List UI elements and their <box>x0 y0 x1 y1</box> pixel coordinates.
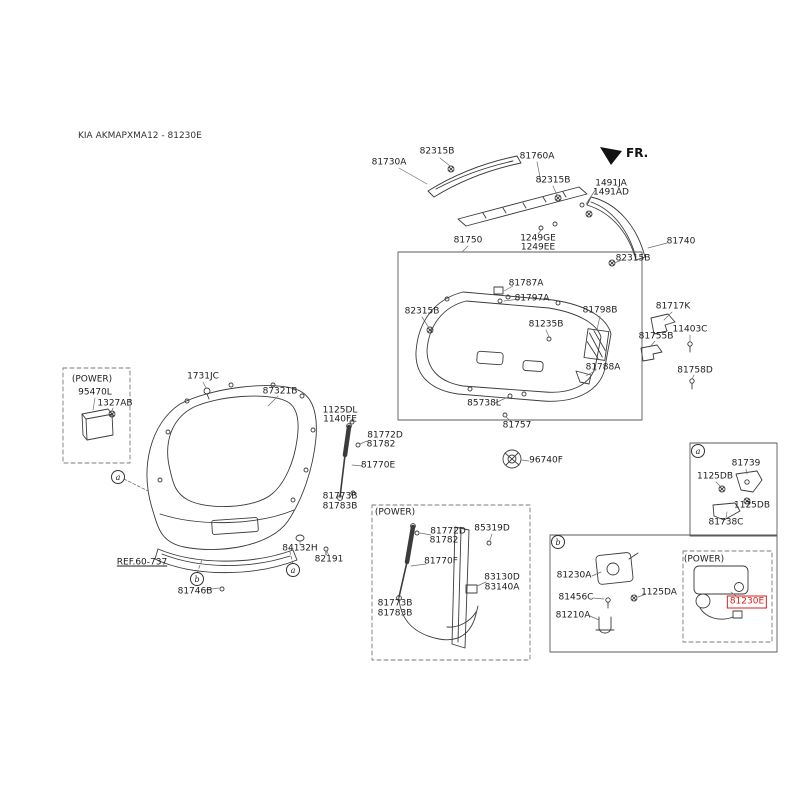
part-label-81456c[interactable]: 81456C <box>558 592 594 603</box>
part-label-83140a[interactable]: 83140A <box>484 582 520 593</box>
part-label-82191[interactable]: 82191 <box>314 554 344 565</box>
part-label-85319d[interactable]: 85319D <box>474 523 510 534</box>
part-label-81770f[interactable]: 81770F <box>424 556 458 567</box>
emblem-drawing <box>502 449 522 469</box>
part-label-81788a[interactable]: 81788A <box>585 362 621 373</box>
part-label-1491ad[interactable]: 1491AD <box>593 187 629 198</box>
part-label-81746b[interactable]: 81746B <box>177 586 213 597</box>
part-label-1125dl[interactable]: 1125DL <box>322 405 358 416</box>
part-label-1491ja[interactable]: 1491JA <box>595 178 627 189</box>
part-label-81738c[interactable]: 81738C <box>708 517 744 528</box>
part-label-81783b[interactable]: 81783B <box>377 608 413 619</box>
part-label-81757[interactable]: 81757 <box>502 420 532 431</box>
detail-box-b-drawing <box>549 534 778 653</box>
part-label-1249ge[interactable]: 1249GE <box>520 233 556 244</box>
part-label-power[interactable]: (POWER) <box>683 554 725 565</box>
power-strut-box-drawing <box>371 504 531 661</box>
part-label-81782[interactable]: 81782 <box>429 535 459 546</box>
part-label-81755b[interactable]: 81755B <box>638 331 674 342</box>
part-label-ref60-737[interactable]: REF.60-737 <box>116 557 168 568</box>
upper-trim-strips-drawing <box>427 155 646 267</box>
part-label-1249ee[interactable]: 1249EE <box>520 242 556 253</box>
part-label-1125db[interactable]: 1125DB <box>733 500 771 511</box>
part-label-81787a[interactable]: 81787A <box>508 278 544 289</box>
part-label-81798b[interactable]: 81798B <box>582 305 618 316</box>
part-label-81772d[interactable]: 81772D <box>367 430 403 441</box>
part-label-1731jc[interactable]: 1731JC <box>187 371 219 382</box>
section-marker-a: a <box>691 444 705 458</box>
part-label-81730a[interactable]: 81730A <box>371 157 407 168</box>
doc-code: KIA AKMAPXMA12 - 81230E <box>78 131 202 141</box>
fr-label: FR. <box>626 146 649 160</box>
fr-direction-arrow-icon <box>600 147 622 165</box>
part-label-11403c[interactable]: 11403C <box>672 324 708 335</box>
part-label-87321b[interactable]: 87321B <box>262 386 298 397</box>
part-label-81230e[interactable]: 81230E <box>726 595 768 609</box>
part-label-81770e[interactable]: 81770E <box>360 460 396 471</box>
part-label-81740[interactable]: 81740 <box>666 236 696 247</box>
section-marker-b: b <box>190 572 204 586</box>
part-label-1327ab[interactable]: 1327AB <box>97 398 133 409</box>
part-label-81782[interactable]: 81782 <box>366 439 396 450</box>
part-label-1140fe[interactable]: 1140FE <box>323 414 357 425</box>
section-marker-b: b <box>551 535 565 549</box>
part-label-81210a[interactable]: 81210A <box>555 610 591 621</box>
detail-box-a-drawing <box>689 442 778 537</box>
part-label-81797a[interactable]: 81797A <box>514 293 550 304</box>
part-label-84132h[interactable]: 84132H <box>282 543 318 554</box>
part-label-81235b[interactable]: 81235B <box>528 319 564 330</box>
part-label-82315b[interactable]: 82315B <box>419 146 455 157</box>
hinge-parts-drawing <box>640 313 695 390</box>
part-label-1125da[interactable]: 1125DA <box>641 587 677 598</box>
part-label-83130d[interactable]: 83130D <box>484 572 520 583</box>
part-label-81750[interactable]: 81750 <box>453 235 483 246</box>
part-label-81739[interactable]: 81739 <box>731 458 761 469</box>
part-label-81758d[interactable]: 81758D <box>677 365 713 376</box>
part-label-81772d[interactable]: 81772D <box>430 526 466 537</box>
part-label-81773b[interactable]: 81773B <box>322 491 358 502</box>
part-label-82315b[interactable]: 82315B <box>535 175 571 186</box>
part-label-power[interactable]: (POWER) <box>374 507 416 518</box>
tailgate-trim-panel-drawing <box>397 251 643 421</box>
part-label-81783b[interactable]: 81783B <box>322 501 358 512</box>
part-label-82315b[interactable]: 82315B <box>615 253 651 264</box>
part-label-81773b[interactable]: 81773B <box>377 598 413 609</box>
part-label-82315b[interactable]: 82315B <box>404 306 440 317</box>
power-module-box-drawing <box>62 367 131 464</box>
tailgate-drawing <box>146 382 329 592</box>
part-label-power[interactable]: (POWER) <box>71 374 113 385</box>
part-label-1125db[interactable]: 1125DB <box>696 471 734 482</box>
part-label-81717k[interactable]: 81717K <box>655 301 691 312</box>
part-label-81760a[interactable]: 81760A <box>519 151 555 162</box>
part-label-85738l[interactable]: 85738L <box>467 398 501 409</box>
section-marker-a: a <box>111 470 125 484</box>
leader-lines <box>92 157 752 621</box>
part-label-81230a[interactable]: 81230A <box>556 570 592 581</box>
part-label-96740f[interactable]: 96740F <box>529 455 563 466</box>
part-label-95470l[interactable]: 95470L <box>78 387 112 398</box>
section-marker-a: a <box>286 563 300 577</box>
